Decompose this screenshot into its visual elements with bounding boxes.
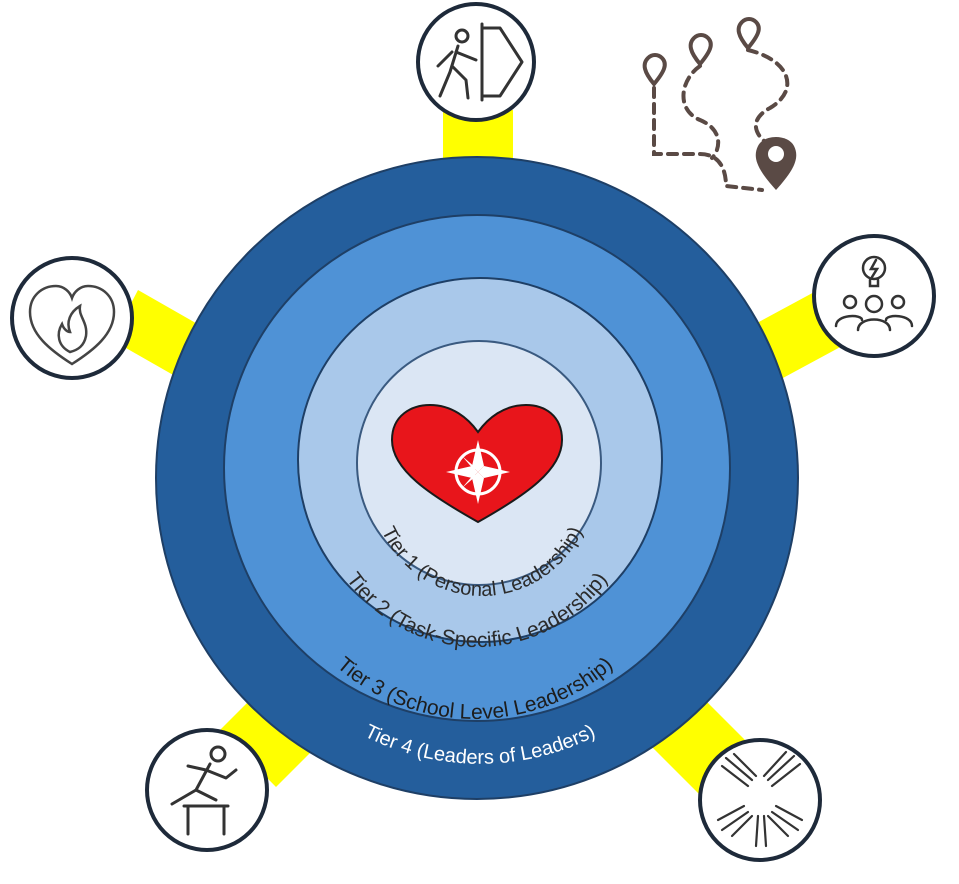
heart-with-flame-icon — [10, 256, 134, 380]
spoke-bottom-left — [220, 688, 318, 787]
map-route-pins-icon — [642, 17, 797, 192]
hands-joining-together-icon — [698, 738, 822, 862]
person-jumping-hurdle-icon — [145, 728, 269, 852]
person-walking-through-door-icon — [416, 2, 536, 122]
heart-compass-icon — [390, 403, 564, 524]
team-with-lightbulb-icon — [812, 234, 936, 358]
